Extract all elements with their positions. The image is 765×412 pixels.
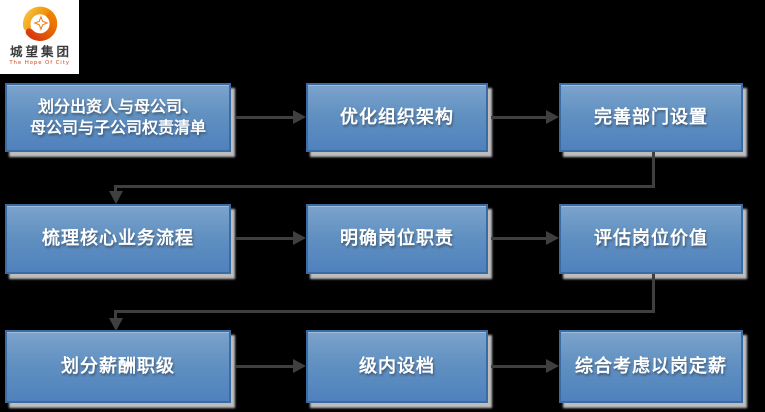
flow-box-department-setup: 完善部门设置 bbox=[559, 83, 743, 152]
company-tagline: The Hope Of City bbox=[9, 59, 70, 66]
flow-box-job-duties: 明确岗位职责 bbox=[306, 204, 488, 274]
logo-swirl-icon bbox=[22, 6, 57, 41]
arrow-b3-b4-hline bbox=[114, 185, 655, 188]
flow-box-job-value: 评估岗位价值 bbox=[559, 204, 743, 274]
arrow-b3-b4-head-icon bbox=[109, 191, 123, 204]
arrow-b4-b5-line bbox=[235, 237, 294, 240]
arrow-b6-b7-head-icon bbox=[109, 318, 123, 331]
flow-box-optimize-structure: 优化组织架构 bbox=[306, 83, 488, 152]
arrow-b6-b7-vline2 bbox=[114, 310, 117, 319]
arrow-b8-b9-head-icon bbox=[546, 359, 559, 373]
flow-box-salary-by-post: 综合考虑以岗定薪 bbox=[559, 330, 743, 403]
arrow-b1-b2-line bbox=[235, 116, 294, 119]
company-logo: 城望集团 The Hope Of City bbox=[0, 0, 79, 74]
arrow-b2-b3-head-icon bbox=[546, 110, 559, 124]
arrow-b3-b4-vline1 bbox=[652, 152, 655, 188]
arrow-b4-b5-head-icon bbox=[293, 231, 306, 245]
flow-box-grade-tiers: 级内设档 bbox=[306, 330, 488, 403]
arrow-b7-b8-line bbox=[235, 365, 294, 368]
arrow-b5-b6-line bbox=[491, 237, 547, 240]
arrow-b1-b2-head-icon bbox=[293, 110, 306, 124]
arrow-b5-b6-head-icon bbox=[546, 231, 559, 245]
arrow-b6-b7-hline bbox=[114, 310, 655, 313]
arrow-b6-b7-vline1 bbox=[652, 274, 655, 313]
arrow-b2-b3-line bbox=[491, 116, 547, 119]
flow-box-duty-list: 划分出资人与母公司、 母公司与子公司权责清单 bbox=[5, 83, 231, 152]
flow-box-business-process: 梳理核心业务流程 bbox=[5, 204, 231, 274]
arrow-b8-b9-line bbox=[491, 365, 547, 368]
arrow-b7-b8-head-icon bbox=[293, 359, 306, 373]
arrow-b3-b4-vline2 bbox=[114, 185, 117, 192]
flow-box-salary-grades: 划分薪酬职级 bbox=[5, 330, 231, 403]
company-name: 城望集团 bbox=[9, 44, 72, 59]
